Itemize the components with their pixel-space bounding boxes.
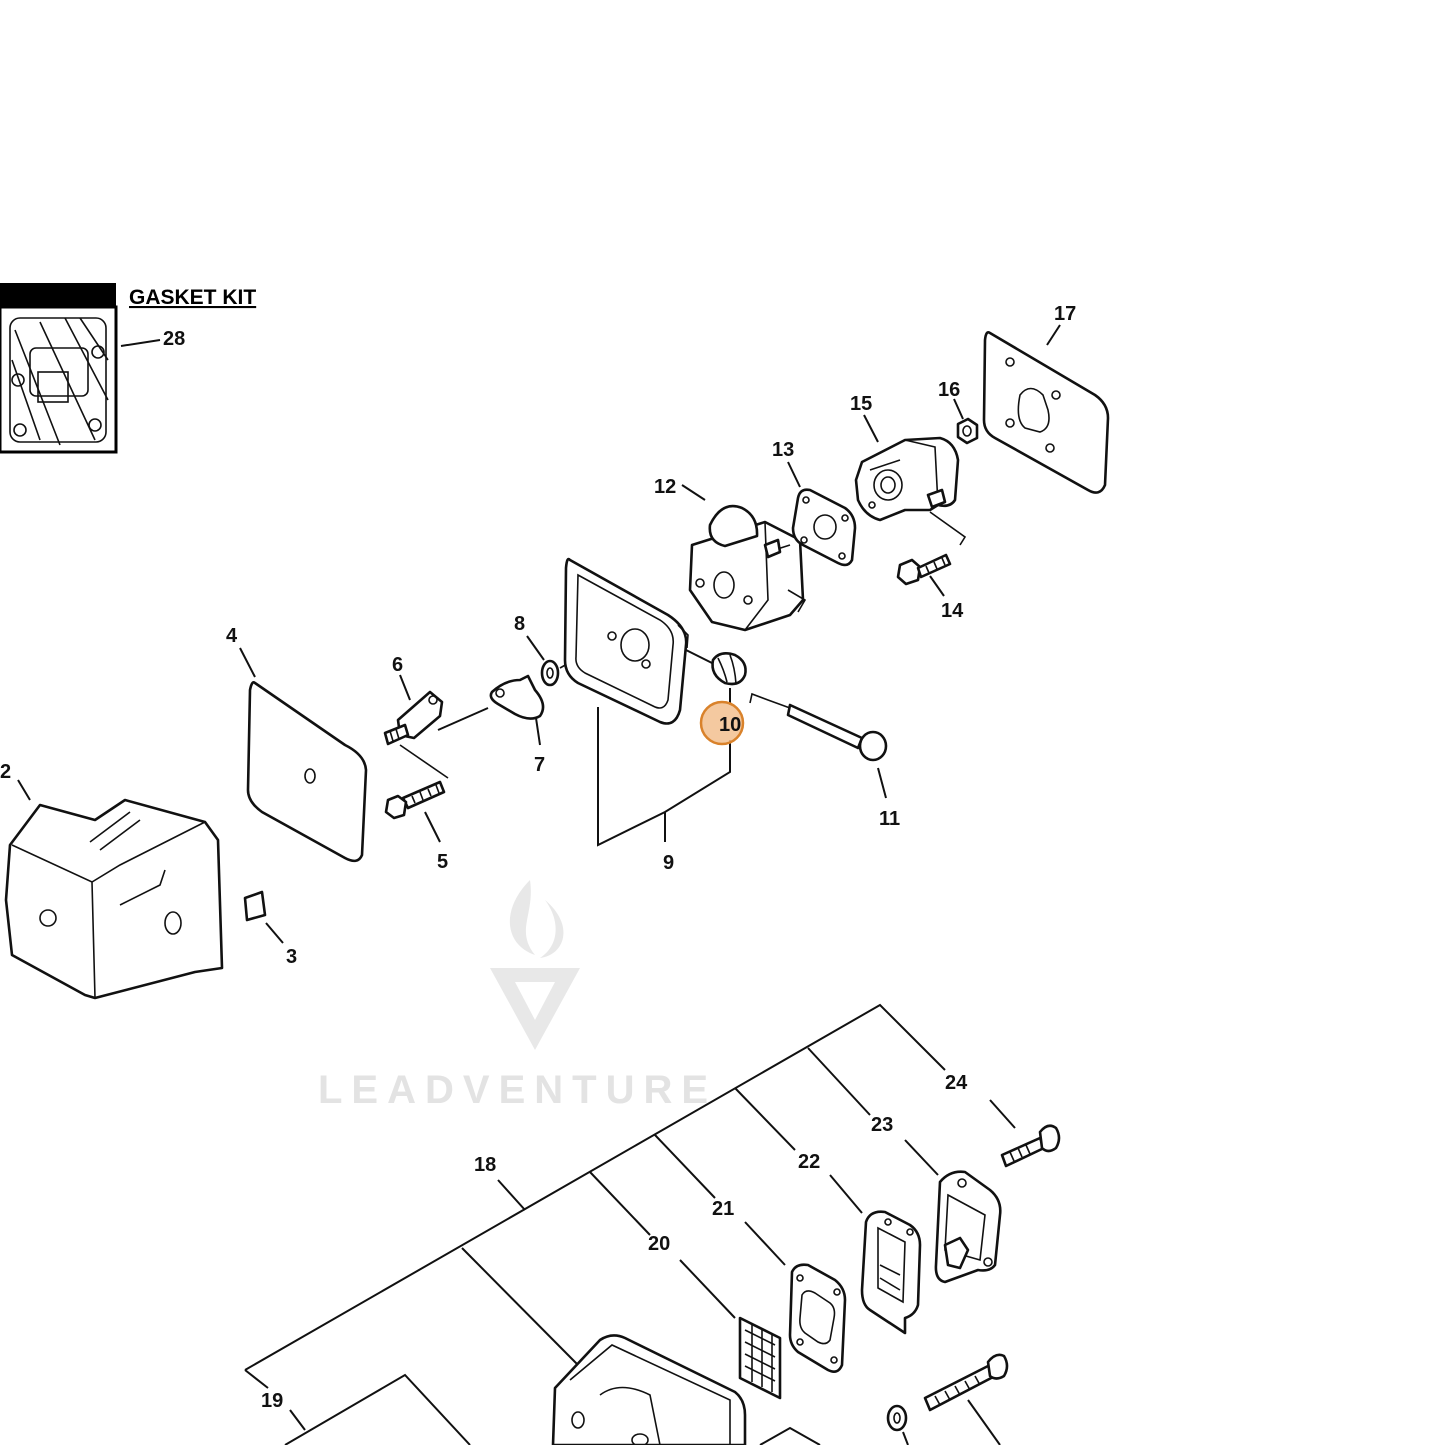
callout-5: 5 bbox=[437, 851, 448, 873]
part-23-cover-plate[interactable] bbox=[934, 1170, 1002, 1284]
part-18-muffler[interactable] bbox=[551, 1334, 747, 1447]
highlight-marker[interactable]: 10 bbox=[699, 700, 745, 746]
callout-23: 23 bbox=[871, 1114, 893, 1136]
part-4-filter-element[interactable] bbox=[246, 681, 368, 863]
callout-16: 16 bbox=[938, 379, 960, 401]
part-14-screw[interactable] bbox=[896, 511, 967, 586]
callout-12: 12 bbox=[654, 476, 676, 498]
callout-15: 15 bbox=[850, 393, 872, 415]
gasket-kit-inset[interactable]: GASKET KIT 28 bbox=[0, 283, 256, 454]
part-24-bolt[interactable] bbox=[1000, 1124, 1061, 1168]
part-6-screw-plate[interactable] bbox=[383, 690, 449, 779]
callout-3: 3 bbox=[286, 946, 297, 968]
callout-9: 9 bbox=[663, 852, 674, 874]
callout-17: 17 bbox=[1054, 303, 1076, 325]
part-20-spark-screen[interactable] bbox=[738, 1316, 782, 1400]
watermark-text: LEADVENTURE bbox=[318, 1068, 717, 1112]
callout-8: 8 bbox=[514, 613, 525, 635]
part-12-carburetor[interactable] bbox=[688, 504, 807, 632]
callout-22: 22 bbox=[798, 1151, 820, 1173]
callout-21: 21 bbox=[712, 1198, 734, 1220]
callout-13: 13 bbox=[772, 439, 794, 461]
part-7-bracket[interactable] bbox=[489, 674, 545, 720]
part-21-gasket[interactable] bbox=[788, 1263, 847, 1373]
part-9-filter-base[interactable] bbox=[563, 557, 689, 725]
part-2-filter-cover[interactable] bbox=[4, 798, 224, 1000]
callout-24: 24 bbox=[945, 1072, 968, 1094]
callout-7: 7 bbox=[534, 754, 545, 776]
gasket-kit-title: GASKET KIT bbox=[129, 286, 256, 309]
callout-20: 20 bbox=[648, 1233, 670, 1255]
part-10-grommet[interactable] bbox=[711, 652, 747, 686]
part-3-square-nut[interactable] bbox=[243, 890, 267, 922]
part-washer-bottom[interactable] bbox=[886, 1404, 908, 1432]
part-8-washer[interactable] bbox=[540, 659, 560, 687]
part-22-gasket[interactable] bbox=[860, 1210, 922, 1335]
callout-28: 28 bbox=[163, 328, 185, 350]
part-15-intake-manifold[interactable] bbox=[854, 436, 960, 522]
muffler-assembly-leaders bbox=[244, 1003, 1016, 1446]
part-16-nut[interactable] bbox=[956, 417, 979, 445]
callout-14: 14 bbox=[941, 600, 964, 622]
callout-19: 19 bbox=[261, 1390, 283, 1412]
part-long-bolt[interactable] bbox=[923, 1353, 1009, 1412]
watermark-logo: LEADVENTURE bbox=[318, 880, 717, 1112]
callout-2: 2 bbox=[0, 761, 11, 783]
part-17-insulator-gasket[interactable] bbox=[982, 331, 1110, 494]
callout-6: 6 bbox=[392, 654, 403, 676]
part-11-choke-rod[interactable] bbox=[749, 692, 888, 762]
callout-11: 11 bbox=[879, 808, 900, 830]
callout-10: 10 bbox=[719, 714, 741, 736]
callout-18: 18 bbox=[474, 1154, 496, 1176]
callout-4: 4 bbox=[226, 625, 238, 647]
part-5-bolt[interactable] bbox=[384, 780, 446, 820]
part-13-gasket[interactable] bbox=[791, 488, 857, 567]
